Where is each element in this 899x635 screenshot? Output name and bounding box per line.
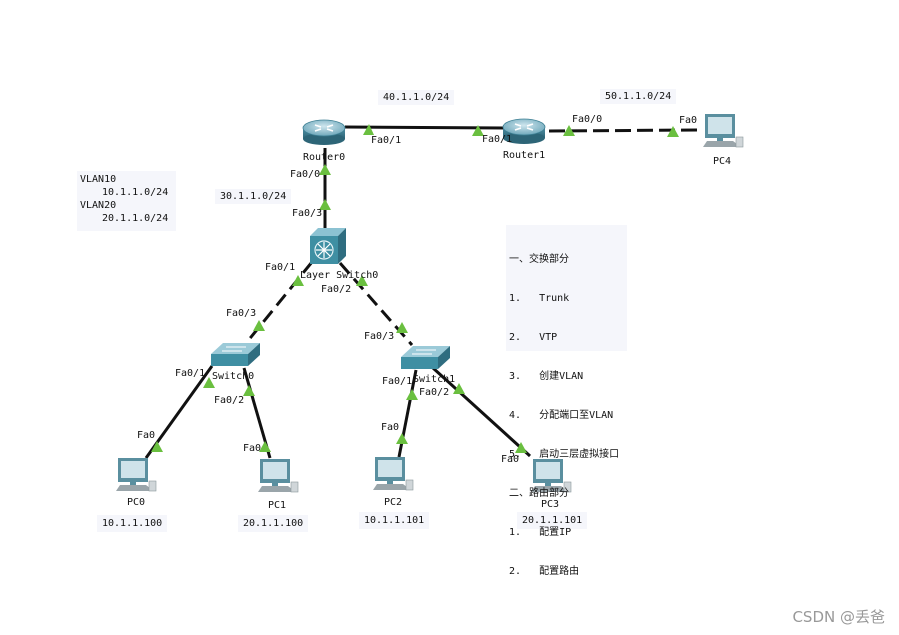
port-label-sw0-fa03: Fa0/3 (226, 308, 256, 319)
port-marker-l3-fa01 (292, 275, 304, 286)
port-label-pc3: Fa0 (501, 454, 519, 465)
port-label-sw0-fa02: Fa0/2 (214, 395, 244, 406)
l3-switch-arrows-icon (314, 240, 334, 260)
vlan10-label: VLAN10 (80, 174, 117, 185)
steps-line: 5. 启动三层虚拟接口 (509, 449, 620, 460)
watermark: CSDN @丢爸 (792, 608, 885, 626)
port-marker-sw1-fa02 (453, 383, 465, 394)
ip-label-pc2: 10.1.1.101 (359, 512, 430, 529)
vlan10-net: 10.1.1.0/24 (102, 187, 169, 198)
port-label-pc2: Fa0 (381, 422, 399, 433)
port-label-sw1-fa01: Fa0/1 (382, 376, 412, 387)
pc3-label: PC3 (541, 499, 559, 510)
router0[interactable] (302, 119, 346, 145)
port-label-sw0-fa01: Fa0/1 (175, 368, 205, 379)
port-marker-sw0-fa02 (243, 385, 255, 396)
switch1-label: Switch1 (413, 374, 455, 385)
layer3-switch[interactable] (310, 228, 346, 264)
port-label-r1-fa01: Fa0/1 (482, 134, 512, 145)
ip-label-pc0: 10.1.1.100 (97, 515, 168, 532)
port-label-sw1-fa02: Fa0/2 (419, 387, 449, 398)
router1[interactable] (502, 118, 546, 144)
port-marker-r1-fa00 (563, 125, 575, 136)
port-marker-pc3 (515, 442, 527, 453)
switch1[interactable] (401, 346, 450, 369)
port-marker-sw0-fa01 (203, 377, 215, 388)
l3switch-label: Layer Switch0 (300, 270, 378, 281)
steps-line: 一、交换部分 (509, 254, 569, 265)
ip-label-pc3: 20.1.1.101 (517, 512, 588, 529)
pc2-icon[interactable] (373, 457, 414, 491)
port-label-pc0: Fa0 (137, 430, 155, 441)
steps-line: 2. 配置路由 (509, 566, 580, 577)
steps-line: 2. VTP (509, 332, 558, 343)
port-label-r1-fa00: Fa0/0 (572, 114, 602, 125)
pc2-label: PC2 (384, 497, 402, 508)
port-label-r0-fa01: Fa0/1 (371, 135, 401, 146)
pc1-icon[interactable] (258, 459, 299, 493)
port-label-l3-fa03: Fa0/3 (292, 208, 322, 219)
port-marker-l3-fa02 (356, 275, 368, 286)
steps-line: 二、路由部分 (509, 488, 569, 499)
port-marker-pc1 (259, 441, 271, 452)
network-label-r0-l3: 30.1.1.0/24 (215, 189, 292, 204)
port-label-l3-fa01: Fa0/1 (265, 262, 295, 273)
port-marker-r0-fa00 (319, 164, 331, 175)
port-marker-sw1-fa03 (396, 322, 408, 333)
network-label-r1-pc4: 50.1.1.0/24 (600, 89, 677, 104)
port-label-r0-fa00: Fa0/0 (290, 169, 320, 180)
port-label-l3-fa02: Fa0/2 (321, 284, 351, 295)
port-label-pc1: Fa0 (243, 443, 261, 454)
pc0-icon[interactable] (116, 458, 157, 492)
router1-label: Router1 (503, 150, 545, 161)
pc4-icon[interactable] (703, 114, 744, 148)
pc1-label: PC1 (268, 500, 286, 511)
ip-label-pc1: 20.1.1.100 (238, 515, 309, 532)
steps-line: 1. Trunk (509, 293, 570, 304)
switch0[interactable] (211, 343, 260, 366)
port-marker-pc4 (667, 126, 679, 137)
switch0-label: Switch0 (212, 371, 254, 382)
vlan20-label: VLAN20 (80, 200, 117, 211)
pc3-icon[interactable] (531, 459, 572, 493)
pc4-label: PC4 (713, 156, 731, 167)
port-markers (151, 124, 679, 453)
steps-line: 1. 配置IP (509, 527, 572, 538)
pc0-label: PC0 (127, 497, 145, 508)
port-marker-sw1-fa01 (406, 389, 418, 400)
port-marker-pc0 (151, 441, 163, 452)
steps-line: 3. 创建VLAN (509, 371, 584, 382)
router0-label: Router0 (303, 152, 345, 163)
vlan20-net: 20.1.1.0/24 (102, 213, 169, 224)
port-marker-r1-fa01 (472, 125, 484, 136)
port-marker-pc2 (396, 433, 408, 444)
port-marker-l3-fa03 (319, 199, 331, 210)
port-marker-r0-fa01 (363, 124, 374, 135)
network-label-r0-r1: 40.1.1.0/24 (378, 90, 455, 105)
config-steps-note: 一、交换部分 1. Trunk 2. VTP 3. 创建VLAN 4. 分配端口… (506, 225, 627, 577)
link-switch1-pc3 (431, 366, 532, 458)
steps-line: 4. 分配端口至VLAN (509, 410, 614, 421)
port-marker-sw0-fa03 (253, 320, 265, 331)
port-label-sw1-fa03: Fa0/3 (364, 331, 394, 342)
port-label-pc4: Fa0 (679, 115, 697, 126)
